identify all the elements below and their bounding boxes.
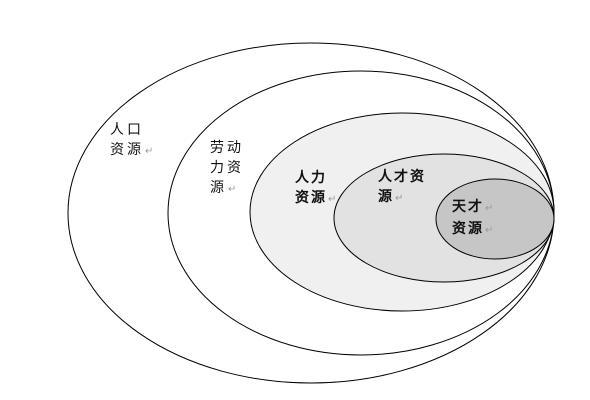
label-genius-resources: 天才↵ 资源↵ [452,197,493,241]
label-labor-resources: 劳动 力资 源↵ [210,138,244,200]
ring-genius-resources [435,178,555,260]
paragraph-mark-icon: ↵ [328,194,337,205]
label-line: 人力 [295,170,327,186]
label-line: 资源 [452,221,484,237]
label-line: 人口 [110,122,144,138]
paragraph-mark-icon: ↵ [228,184,237,195]
paragraph-mark-icon: ↵ [145,146,154,157]
paragraph-mark-icon: ↵ [485,225,494,236]
label-line: 劳动 [210,140,244,156]
label-talent-resources: 人才资 源↵ [378,167,426,209]
label-population-resources: 人口 资源↵ [110,120,153,162]
label-line: 人才资 [378,169,426,185]
label-line: 力资 [210,160,244,176]
label-line: 源 [210,180,227,196]
label-human-resources: 人力 资源↵ [295,168,336,210]
paragraph-mark-icon: ↵ [395,193,404,204]
label-line: 资源 [295,190,327,206]
label-line: 天才 [452,199,484,215]
label-line: 源 [378,189,394,205]
paragraph-mark-icon: ↵ [485,203,494,214]
label-line: 资源 [110,142,144,158]
